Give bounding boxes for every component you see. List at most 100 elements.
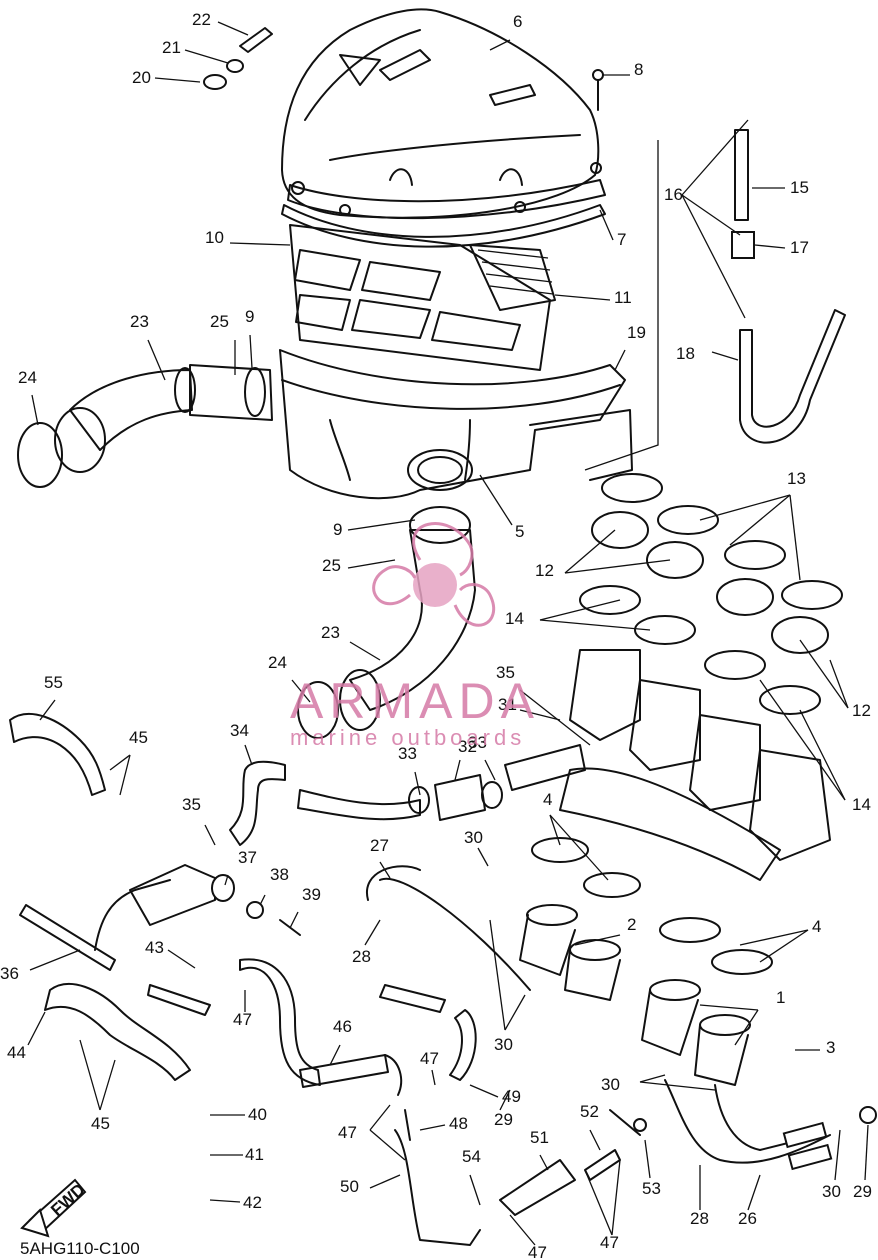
callout-16-leader (681, 194, 746, 319)
callout-13-leader (729, 494, 791, 546)
callout-12-leader (564, 529, 616, 574)
callout-2-label: 2 (627, 915, 636, 934)
callout-27-leader (379, 861, 391, 879)
callout-23-label: 23 (321, 623, 340, 642)
callout-32-leader (454, 759, 461, 781)
callout-55-leader (39, 699, 56, 721)
callout-23-leader (147, 339, 166, 381)
callout-4-leader (549, 814, 561, 846)
callout-47-leader (431, 1069, 436, 1086)
callout-27-label: 27 (370, 836, 389, 855)
callout-23-label: 23 (130, 312, 149, 331)
fwd-direction-badge: FWD (20, 1178, 89, 1238)
callout-5-leader (479, 474, 513, 526)
callout-28-label: 28 (690, 1209, 709, 1228)
callout-30-label: 30 (494, 1035, 513, 1054)
callout-30-label: 30 (464, 828, 483, 847)
callout-45-leader (119, 754, 131, 796)
callout-46-label: 46 (333, 1017, 352, 1036)
callout-47-label: 47 (600, 1233, 619, 1252)
callout-12-label: 12 (852, 701, 871, 720)
callout-54-leader (469, 1174, 481, 1206)
callout-33-leader (414, 771, 421, 796)
callout-36-label: 36 (0, 964, 19, 983)
diagram-code: 5AHG110-C100 (20, 1239, 140, 1258)
callout-4-leader (759, 929, 809, 963)
callout-47-leader (369, 1129, 406, 1161)
callout-37-leader (224, 874, 229, 886)
callout-4-label: 4 (812, 917, 821, 936)
callout-39-label: 39 (302, 885, 321, 904)
callout-22-leader (217, 21, 249, 36)
callout-53-label: 53 (642, 1179, 661, 1198)
callout-47-leader (509, 1214, 536, 1246)
callout-9-leader (249, 334, 253, 369)
callout-30-leader (639, 1081, 716, 1091)
callout-25-leader (347, 559, 396, 569)
callout-26-leader (747, 1174, 761, 1211)
callout-15-label: 15 (790, 178, 809, 197)
callout-30-label: 30 (822, 1182, 841, 1201)
callout-12-leader (564, 559, 671, 574)
callout-47-label: 47 (420, 1049, 439, 1068)
callout-labels: 1234456789910111212131414151617181920212… (0, 10, 872, 1260)
callout-30-leader (477, 847, 489, 867)
callout-33-label: 33 (398, 744, 417, 763)
armada-watermark: ARMADA marine outboards (290, 522, 534, 750)
callout-6-leader (489, 39, 511, 51)
callout-38-leader (259, 894, 266, 906)
callout-46-leader (329, 1044, 341, 1066)
cover-gasket (281, 204, 606, 248)
callout-45-leader (109, 754, 131, 771)
callout-5-label: 5 (515, 522, 524, 541)
callout-4-leader (549, 814, 609, 881)
air-filter-element (289, 224, 556, 371)
callout-30-leader (639, 1074, 666, 1083)
callout-36-leader (29, 949, 81, 971)
lower-hoses (9, 712, 877, 1246)
callout-20-label: 20 (132, 68, 151, 87)
callout-14-leader (539, 619, 651, 631)
callout-42-leader (209, 1199, 241, 1203)
callout-43-label: 43 (145, 938, 164, 957)
callout-20-leader (154, 77, 201, 83)
callout-44-leader (27, 1011, 46, 1046)
callout-47-label: 47 (528, 1243, 547, 1260)
callout-48-leader (419, 1124, 446, 1131)
callout-30-leader (504, 994, 526, 1031)
callout-6-label: 6 (513, 12, 522, 31)
callout-13-leader (699, 494, 791, 521)
callout-45-label: 45 (91, 1114, 110, 1133)
callout-55-label: 55 (44, 673, 63, 692)
callout-19-leader (614, 349, 626, 371)
callout-13-label: 13 (787, 469, 806, 488)
callout-47-leader (584, 1169, 613, 1236)
callout-3-label: 3 (826, 1038, 835, 1057)
callout-13-leader (789, 494, 801, 581)
callout-45-label: 45 (129, 728, 148, 747)
watermark-logo (372, 522, 496, 627)
callout-41-label: 41 (245, 1145, 264, 1164)
callout-10-label: 10 (205, 228, 224, 247)
callout-1-leader (699, 1004, 759, 1011)
callout-9-leader (347, 519, 416, 531)
callout-35-leader (204, 824, 216, 846)
callout-47-leader (369, 1104, 391, 1131)
callout-24-leader (291, 679, 311, 703)
callout-14-leader (759, 679, 846, 801)
air-filter-case (279, 349, 633, 500)
callout-45-leader (99, 1059, 116, 1111)
callout-35-label: 35 (182, 795, 201, 814)
carburetor-assembly (559, 649, 831, 881)
callout-29-label: 29 (494, 1110, 513, 1129)
callout-17-label: 17 (790, 238, 809, 257)
center-intake-duct (297, 506, 476, 739)
callout-7-leader (599, 209, 614, 241)
callout-16-leader (681, 194, 741, 236)
callout-8-label: 8 (634, 60, 643, 79)
callout-17-leader (754, 244, 786, 249)
callout-49-leader (469, 1084, 499, 1098)
callout-29-leader (864, 1124, 869, 1181)
callout-9-label: 9 (245, 307, 254, 326)
